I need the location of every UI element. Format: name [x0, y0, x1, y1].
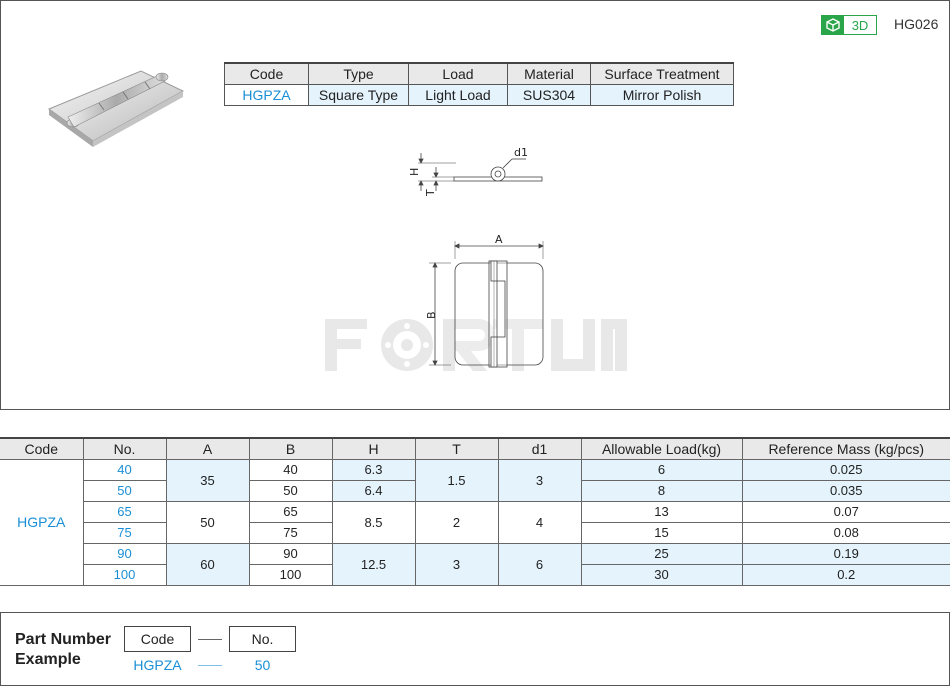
- a-cell: 50: [165, 500, 250, 544]
- spec-header-row: Code No. A B H T d1 Allowable Load(kg) R…: [0, 437, 950, 460]
- a-cell: 60: [165, 542, 250, 586]
- mass-cell: 0.035: [741, 479, 950, 502]
- info-value-code: HGPZA: [224, 83, 309, 106]
- cube-icon: [822, 16, 844, 34]
- table-row: 90 60 90 12.5 3 6 25 0.19: [0, 542, 950, 586]
- no-cell: 50: [82, 479, 167, 502]
- part-number-example-panel: Part Number Example Code No. HGPZA 50: [0, 612, 950, 686]
- info-value-material: SUS304: [507, 83, 591, 106]
- col-header-t: T: [414, 437, 499, 460]
- a-cell: 35: [165, 458, 250, 502]
- col-header-h: H: [331, 437, 416, 460]
- info-header-material: Material: [507, 62, 591, 85]
- table-row: HGPZA 40 35 40 6.3 1.5 3 6 0.025: [0, 458, 950, 586]
- info-header-code: Code: [224, 62, 309, 85]
- b-cell: 65: [248, 500, 333, 523]
- h-cell: 12.5: [331, 542, 416, 586]
- col-header-b: B: [248, 437, 333, 460]
- mass-cell: 0.19: [741, 542, 950, 565]
- info-header-type: Type: [308, 62, 409, 85]
- col-header-mass: Reference Mass (kg/pcs): [741, 437, 950, 460]
- example-separator: [198, 639, 222, 640]
- load-cell: 15: [580, 521, 743, 544]
- example-no-box: No.: [229, 626, 296, 652]
- example-code-value: HGPZA: [133, 657, 182, 673]
- info-value-load: Light Load: [408, 83, 508, 106]
- hinge-product-image: [47, 70, 185, 147]
- load-cell: 25: [580, 542, 743, 565]
- info-header-row: Code Type Load Material Surface Treatmen…: [224, 62, 734, 85]
- 3d-label: 3D: [851, 17, 869, 33]
- no-cell: 40: [82, 458, 167, 481]
- info-header-load: Load: [408, 62, 508, 85]
- example-no-value: 50: [254, 657, 271, 673]
- fortun-watermark: [325, 319, 627, 371]
- t-cell: 2: [414, 500, 499, 544]
- specification-table: Code No. A B H T d1 Allowable Load(kg) R…: [0, 437, 950, 586]
- d1-label: d1: [514, 146, 528, 159]
- h-cell: 8.5: [331, 500, 416, 544]
- t-cell: 3: [414, 542, 499, 586]
- product-info-table: Code Type Load Material Surface Treatmen…: [224, 62, 734, 106]
- col-header-no: No.: [82, 437, 167, 460]
- info-value-type: Square Type: [308, 83, 409, 106]
- mass-cell: 0.08: [741, 521, 950, 544]
- col-header-load: Allowable Load(kg): [580, 437, 743, 460]
- part-number-example-label: Part Number Example: [15, 630, 111, 670]
- part-number-label-line2: Example: [15, 651, 81, 668]
- col-header-a: A: [165, 437, 250, 460]
- h-cell: 6.3: [331, 458, 416, 481]
- table-row: 65 50 65 8.5 2 4 13 0.07: [0, 500, 950, 544]
- mass-cell: 0.025: [741, 458, 950, 481]
- load-cell: 13: [580, 500, 743, 523]
- load-cell: 30: [580, 563, 743, 586]
- front-view-drawing: A B: [425, 233, 544, 368]
- b-cell: 100: [248, 563, 333, 586]
- col-header-d1: d1: [497, 437, 582, 460]
- d1-cell: 6: [497, 542, 582, 586]
- d1-cell: 3: [497, 458, 582, 502]
- part-number-label-line1: Part Number: [15, 631, 112, 648]
- no-cell: 100: [82, 563, 167, 586]
- example-value-separator: [198, 665, 222, 666]
- table-row: 75 75 15 0.08: [0, 521, 950, 544]
- b-cell: 75: [248, 521, 333, 544]
- no-cell: 65: [82, 500, 167, 523]
- b-cell: 40: [248, 458, 333, 481]
- 3d-model-button[interactable]: 3D: [821, 15, 877, 35]
- t-label: T: [424, 189, 437, 197]
- table-row: 100 100 30 0.2: [0, 563, 950, 586]
- mass-cell: 0.2: [741, 563, 950, 586]
- info-header-surface: Surface Treatment: [590, 62, 734, 85]
- d1-cell: 4: [497, 500, 582, 544]
- no-cell: 75: [82, 521, 167, 544]
- table-row: 50 50 6.4 8 0.035: [0, 479, 950, 502]
- b-label: B: [425, 311, 438, 319]
- h-cell: 6.4: [331, 479, 416, 502]
- code-cell: HGPZA: [0, 458, 84, 586]
- a-label: A: [495, 233, 503, 246]
- t-cell: 1.5: [414, 458, 499, 502]
- info-value-row: HGPZA Square Type Light Load SUS304 Mirr…: [224, 83, 734, 106]
- b-cell: 90: [248, 542, 333, 565]
- load-cell: 6: [580, 458, 743, 481]
- example-code-box: Code: [124, 626, 191, 652]
- product-code: HG026: [894, 16, 939, 32]
- side-view-drawing: d1 H T: [408, 146, 543, 197]
- load-cell: 8: [580, 479, 743, 502]
- product-overview-panel: 3D HG026: [0, 0, 950, 410]
- b-cell: 50: [248, 479, 333, 502]
- mass-cell: 0.07: [741, 500, 950, 523]
- col-header-code: Code: [0, 437, 84, 460]
- no-cell: 90: [82, 542, 167, 565]
- info-value-surface: Mirror Polish: [590, 83, 734, 106]
- h-label: H: [408, 168, 421, 176]
